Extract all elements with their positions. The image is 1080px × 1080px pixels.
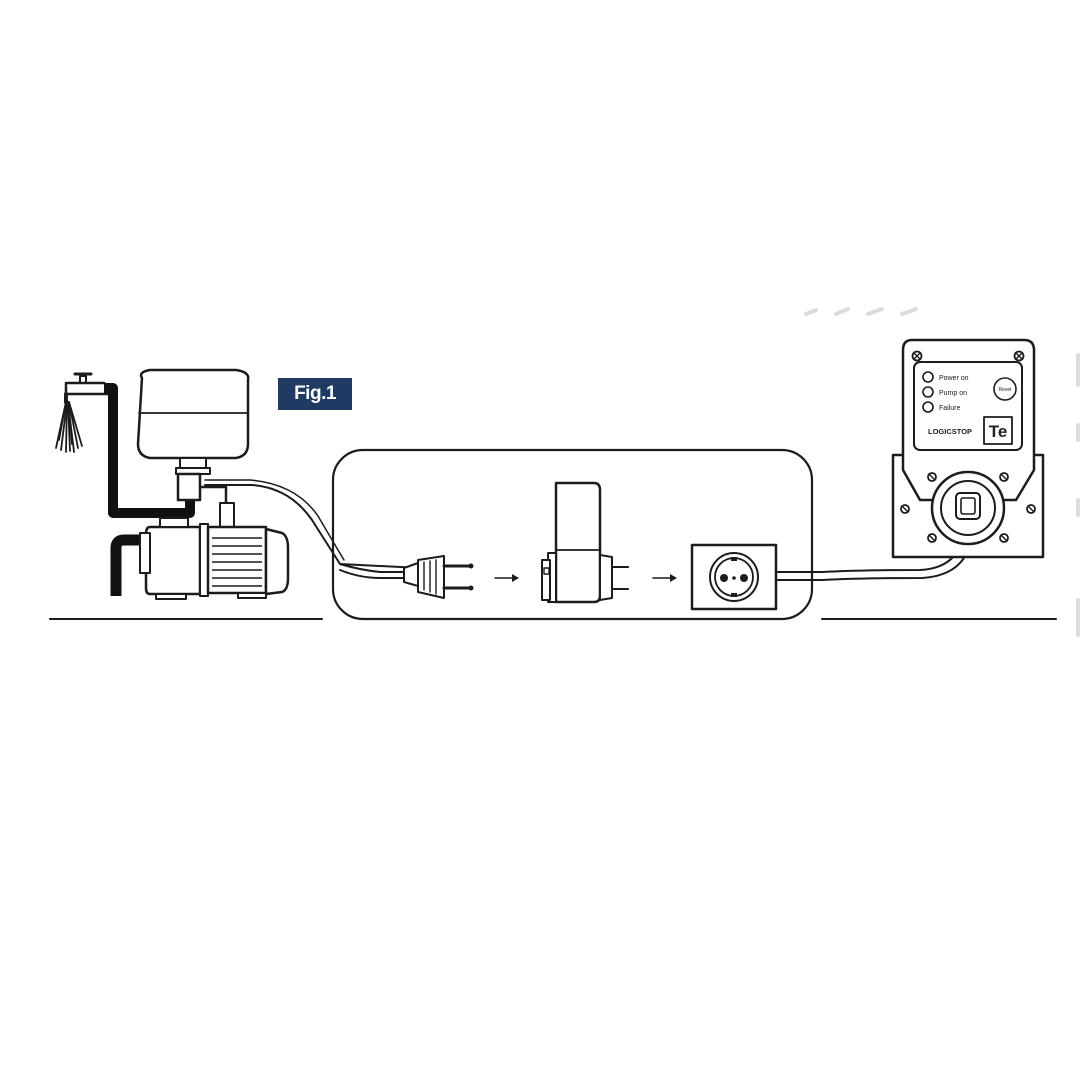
pump-led-icon bbox=[922, 386, 934, 398]
indicator-label-pump: Pump on bbox=[939, 390, 967, 397]
brand-logo-text: Te bbox=[989, 422, 1008, 441]
pump bbox=[139, 517, 290, 600]
brand-logo bbox=[983, 416, 1013, 445]
indicator-label-power: Power on bbox=[939, 375, 969, 382]
pump-cable-inner bbox=[204, 479, 345, 561]
figure-label: Fig.1 bbox=[278, 378, 352, 410]
plug-icon bbox=[403, 555, 474, 599]
decorative-dashes bbox=[804, 307, 1080, 637]
connection-box bbox=[331, 448, 814, 621]
logicstop-controller: Power on Pump on Failure Reset LOGICSTOP… bbox=[891, 338, 1045, 559]
pressure-tank bbox=[136, 368, 250, 502]
wall-socket-icon bbox=[690, 543, 778, 611]
suction-hose bbox=[110, 534, 148, 596]
arrow-right-icon bbox=[652, 574, 677, 582]
pump-cable bbox=[204, 484, 421, 569]
pipe-fitting bbox=[219, 502, 235, 530]
adapter-icon bbox=[541, 481, 629, 604]
screw-icon bbox=[900, 350, 1036, 543]
indicator-label-failure: Failure bbox=[939, 405, 961, 412]
water-stream-icon bbox=[55, 401, 83, 453]
faucet-icon bbox=[64, 372, 110, 404]
failure-led-icon bbox=[922, 401, 934, 413]
plug-cable bbox=[339, 563, 405, 573]
supply-pipe bbox=[104, 383, 195, 518]
arrow-right-icon bbox=[494, 574, 519, 582]
reset-button-label: Reset bbox=[998, 387, 1012, 393]
product-name: LOGICSTOP bbox=[928, 427, 972, 436]
power-led-icon bbox=[922, 371, 934, 383]
reset-button[interactable] bbox=[993, 377, 1017, 401]
